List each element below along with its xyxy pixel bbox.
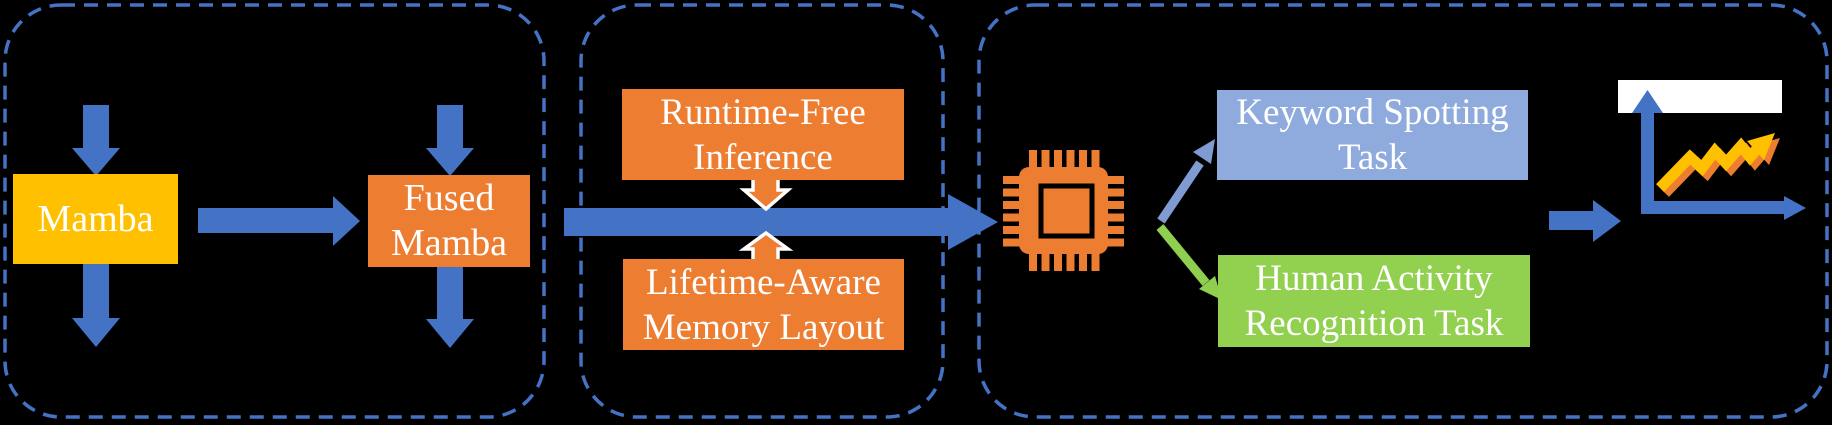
chip-body [1019,167,1108,254]
human-activity-task-box: Human Activity Recognition Task [1218,255,1530,347]
zigzag-rising-arrow [1656,133,1775,192]
keyword-spotting-task-box: Keyword Spotting Task [1217,90,1528,180]
lifetime-aware-memory-box: Lifetime-Aware Memory Layout [623,259,904,350]
mamba-output-arrow [72,264,120,347]
fused-output-arrow [426,267,474,348]
runtime-free-inference-box: Runtime-Free Inference [622,89,904,180]
chip-core-ring [1038,183,1095,239]
chart-x-axis-head [1784,196,1806,220]
deployment-panel-border [977,3,1829,419]
fused-mamba-box: Fused Mamba [368,175,530,267]
mamba-to-fused-arrow [198,196,360,246]
runtime-free-down-arrow [739,174,793,212]
runtime-free-inference-label: Runtime-Free Inference [660,91,866,178]
fused-input-arrow [426,105,474,176]
lifetime-aware-memory-label: Lifetime-Aware Memory Layout [642,261,885,348]
mamba-label: Mamba [37,197,154,240]
chart-y-axis [1641,110,1654,214]
chip-to-har-arrow [1156,224,1222,300]
model-panel-border [3,3,546,419]
microcontroller-chip-icon [1003,150,1124,271]
fused-mamba-label: Fused Mamba [390,177,508,264]
human-activity-task-label: Human Activity Recognition Task [1244,258,1504,344]
pipeline-flow-arrow [564,194,998,250]
keyword-spotting-task-label: Keyword Spotting Task [1236,92,1509,178]
chip-to-keyword-arrow [1157,139,1215,224]
mamba-box: Mamba [13,174,178,264]
chart-x-axis [1641,201,1785,214]
mamba-input-arrow [72,105,120,176]
growth-chart-icon [1618,80,1806,220]
tasks-to-chart-arrow [1549,200,1621,242]
chart-y-axis-head [1632,90,1663,113]
